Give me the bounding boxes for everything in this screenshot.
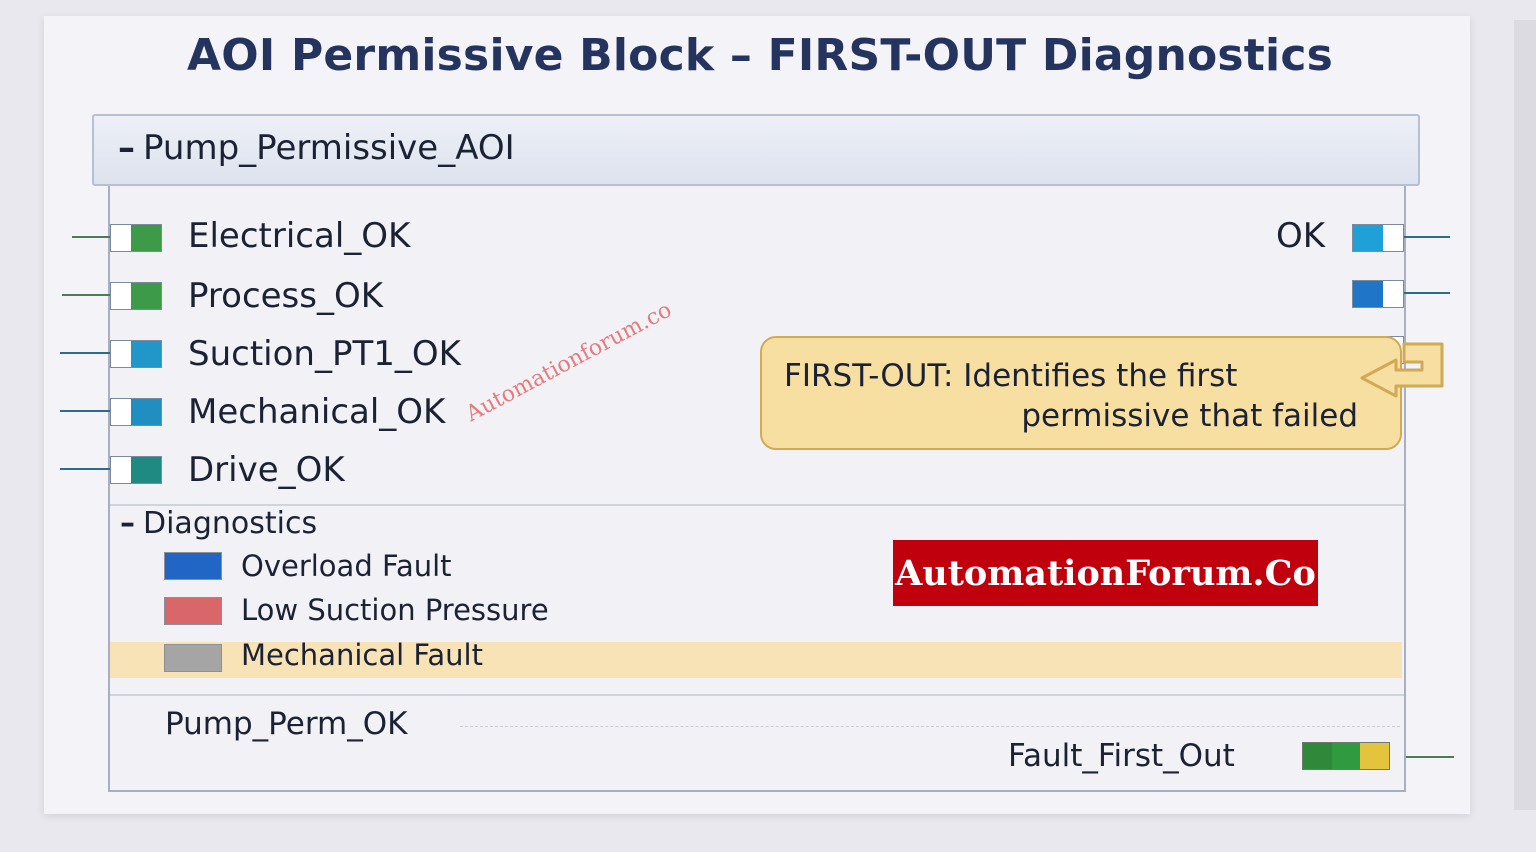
output-pin-2[interactable] [1352,280,1404,308]
pump-perm-ok-label: Pump_Perm_OK [165,706,408,742]
input-label-electrical: Electrical_OK [188,216,411,256]
mechanical-fault-swatch [164,644,222,672]
pin-fill [131,225,161,251]
pin-fill [131,341,161,367]
callout-line-2: permissive that failed [1021,398,1358,434]
adjacent-panel-edge [1514,20,1536,810]
input-label-drive: Drive_OK [188,450,345,490]
pin-fill [1353,281,1383,307]
output-wire-2 [1404,292,1450,294]
diagnostics-header[interactable]: –Diagnostics [120,506,317,541]
fault-first-out-pin[interactable] [1302,742,1390,770]
input-label-process: Process_OK [188,276,384,316]
diagnostic-low-suction-pressure: Low Suction Pressure [241,593,549,627]
meter-segment [1303,743,1332,769]
diagnostic-mechanical-fault: Mechanical Fault [241,638,483,672]
input-wire-suction [60,352,110,354]
input-label-suction: Suction_PT1_OK [188,334,461,374]
callout-line-1: FIRST-OUT: Identifies the first [784,358,1238,394]
aoi-block [108,114,1406,792]
input-wire-electrical [72,236,110,238]
input-pin-drive[interactable] [110,456,162,484]
low-suction-swatch [164,597,222,625]
output-pin-ok[interactable] [1352,224,1404,252]
meter-segment [1360,743,1390,769]
brand-banner: AutomationForum.Co [893,540,1318,606]
highlighted-row [110,642,1402,678]
aoi-header[interactable] [92,114,1420,186]
input-pin-mechanical[interactable] [110,398,162,426]
input-wire-mechanical [60,410,110,412]
collapse-icon[interactable]: – [118,128,135,168]
input-pin-suction[interactable] [110,340,162,368]
fault-first-out-wire [1406,756,1454,758]
overload-fault-swatch [164,552,222,580]
footer-dotted-line [460,726,1400,727]
output-label-ok: OK [1276,216,1326,256]
meter-segment [1331,743,1361,769]
pin-fill [131,283,161,309]
first-out-callout [760,336,1402,450]
aoi-name: Pump_Permissive_AOI [143,128,515,168]
input-wire-drive [60,468,110,470]
footer-separator [110,694,1404,696]
input-pin-process[interactable] [110,282,162,310]
pin-fill [131,399,161,425]
aoi-header-label[interactable]: –Pump_Permissive_AOI [118,128,515,168]
diagnostic-overload-fault: Overload Fault [241,549,452,583]
diagnostics-title: Diagnostics [143,506,318,541]
callout-text: FIRST-OUT: Identifies the first permissi… [784,356,1358,436]
callout-arrow-icon [1360,342,1444,398]
diagnostics-separator [110,504,1404,506]
pin-fill [131,457,161,483]
input-wire-process [62,294,110,296]
input-pin-electrical[interactable] [110,224,162,252]
pin-fill [1353,225,1383,251]
output-wire-ok [1404,236,1450,238]
collapse-icon[interactable]: – [120,506,135,541]
fault-first-out-label: Fault_First_Out [1008,738,1235,774]
input-label-mechanical: Mechanical_OK [188,392,446,432]
diagram-title: AOI Permissive Block – FIRST-OUT Diagnos… [187,30,1333,81]
